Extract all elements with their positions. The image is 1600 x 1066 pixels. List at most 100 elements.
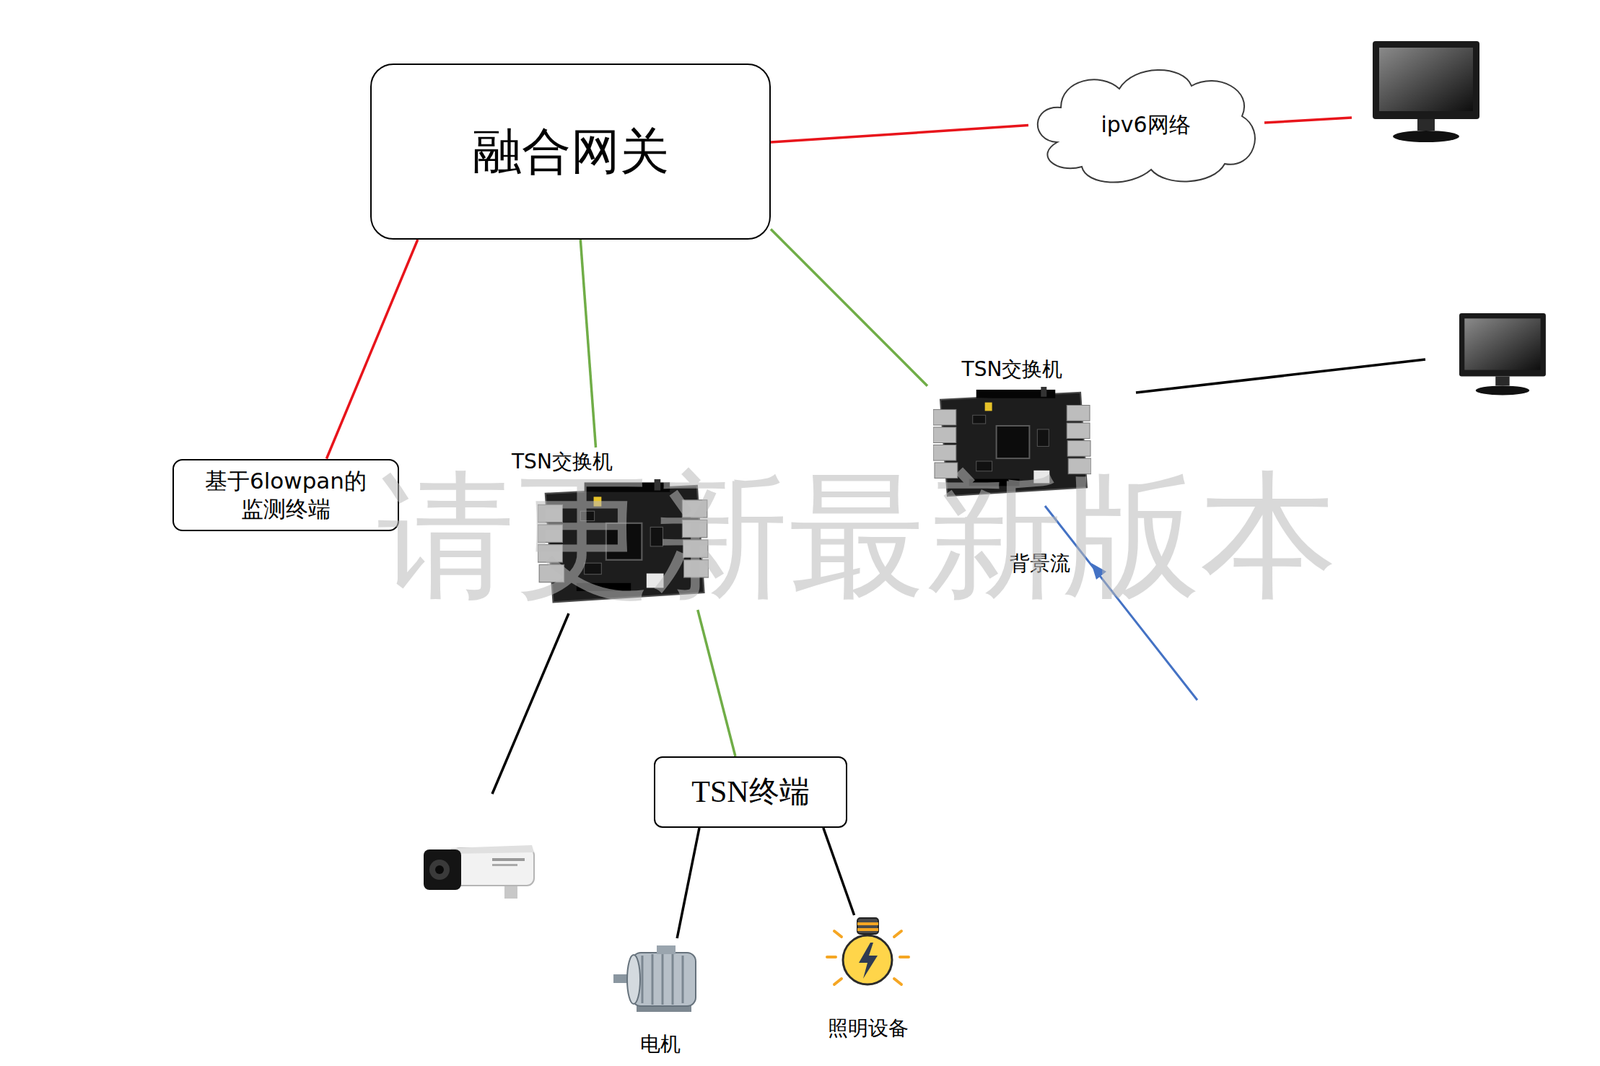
connector-line [823,827,855,916]
graphic-part [539,564,564,582]
graphic-part [1392,130,1460,143]
graphic-part [584,562,602,574]
graphic-part [842,935,893,985]
tsn-switch: TSN交换机 [927,355,1097,504]
graphic-part [646,573,664,589]
connector-line [676,827,700,939]
lighting-node: 照明设备 [822,915,913,1044]
graphic-part [834,978,842,985]
network-cloud: ipv6网络 [1028,61,1263,188]
graphic-part [976,461,993,472]
graphic-part [1372,41,1480,120]
graphic-part [1066,422,1090,439]
gateway-box: 融合网关 [370,63,771,240]
node-text: TSN终端 [691,772,810,812]
graphic-part [857,922,879,926]
graphic-part [682,955,685,1004]
camera-icon [423,845,535,899]
motor-node: 电机 [613,938,708,1060]
graphic-part [940,392,1087,496]
graphic-part [1037,70,1256,183]
graphic-part [933,444,957,461]
graphic-part [661,954,664,1005]
node-text: 照明设备 [827,1015,909,1041]
graphic-part [641,955,644,1004]
graphic-part [1037,429,1049,447]
connector-line [326,239,418,459]
graphic-part [613,938,708,1022]
graphic-part [537,479,709,607]
graphic-part [632,952,696,1007]
node-text: TSN交换机 [959,356,1066,382]
graphic-part [857,917,879,934]
graphic-part [537,524,563,542]
graphic-part [429,859,450,880]
watermark: 请更新最新版本 [375,461,1340,613]
graphic-part [682,539,708,558]
graphic-part [1067,440,1091,457]
graphic-part [423,849,462,890]
terminal-box: 基于6lowpan的 监测终端 [172,458,400,532]
ipv6-link [1264,117,1352,123]
graphic-part [1379,47,1473,112]
graphic-part [1464,318,1541,370]
monitor-icon [1372,41,1480,143]
graphic-part [1495,376,1510,386]
graphic-part [933,427,957,444]
graphic-part [1459,313,1546,377]
graphic-part [650,526,663,547]
graphic-part [822,915,913,995]
switch-board [933,386,1092,501]
graphic-part [985,402,993,412]
graphic-part [537,544,563,563]
node-text: 基于6lowpan的 监测终端 [184,466,387,524]
graphic-part [1066,405,1090,422]
graphic-part [576,583,631,592]
graphic-part [435,865,444,874]
graphic-part [933,386,1092,501]
graphic-part [858,942,878,979]
graphic-part [651,954,654,1005]
graphic-part [492,858,525,861]
graphic-part [656,945,676,955]
graphic-part [684,560,709,578]
graphic-part [606,523,643,561]
graphic-part [834,930,842,937]
graphic-part [857,928,879,931]
graphic-part [894,978,902,985]
graphic-part [545,485,705,603]
graphic-part [1068,458,1092,475]
graphic-part [682,519,707,537]
graphic-part [934,462,958,479]
node-text: TSN交换机 [509,448,615,475]
tsn-switch: TSN交换机 [505,447,715,610]
monitor-icon [1459,313,1546,395]
connector-line [697,609,736,757]
graphic-part [492,863,518,867]
graphic-part [451,845,535,854]
graphic-part [537,504,563,522]
node-text: 电机 [640,1031,681,1057]
graphic-part [1417,119,1435,131]
graphic-part [996,425,1030,459]
monitor-link [1135,359,1426,393]
graphic-part [580,510,594,521]
graphic-part [899,955,909,959]
graphic-part [682,500,707,518]
graphic-part [593,496,602,506]
graphic-part [1033,470,1050,484]
terminal-box: TSN终端 [653,756,848,828]
switch-board [537,479,709,607]
graphic-part [1475,385,1530,395]
graphic-part [827,955,836,959]
connector-line [770,125,1029,143]
graphic-part [969,479,1020,487]
node-text: ipv6网络 [1100,111,1191,139]
background-flow-line [1045,505,1198,701]
graphic-part [654,479,662,491]
camera-link [492,613,569,794]
graphic-part [894,930,902,937]
graphic-part [933,409,957,426]
